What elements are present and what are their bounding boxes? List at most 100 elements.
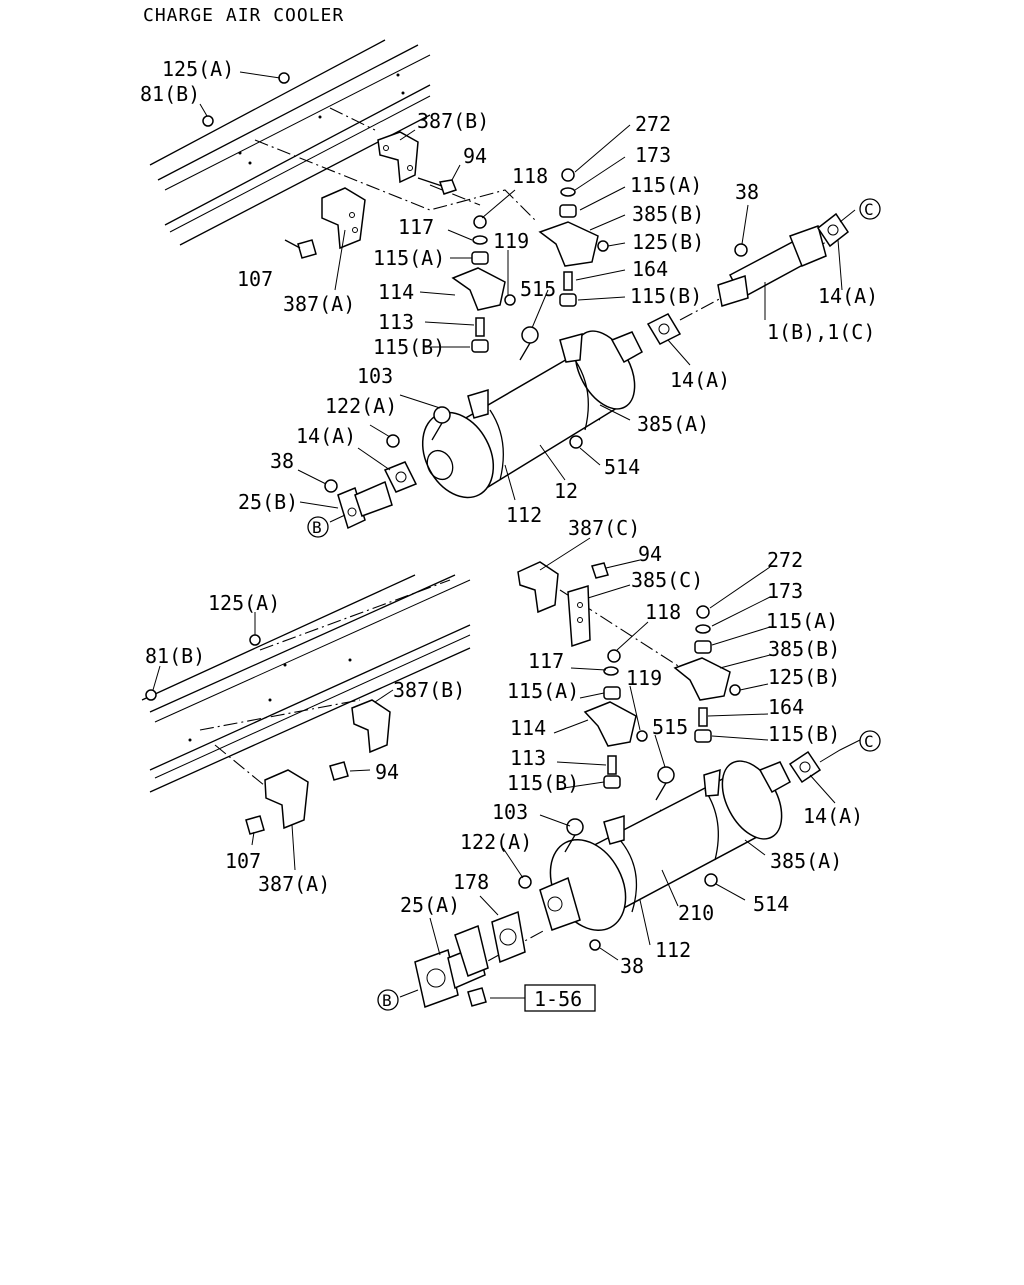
label-14a-c: 14(A) xyxy=(818,284,878,308)
svg-text:B: B xyxy=(382,991,392,1010)
label-164-bottom: 164 xyxy=(768,695,804,719)
label-115b-right-bottom: 115(B) xyxy=(768,722,840,746)
label-173-bottom: 173 xyxy=(767,579,803,603)
label-38-lower: 38 xyxy=(270,449,294,473)
gasket-14a-bottom xyxy=(788,750,822,784)
label-122a: 122(A) xyxy=(325,394,397,418)
gasket-14a-mid xyxy=(646,313,682,345)
label-514-bottom: 514 xyxy=(753,892,789,916)
bolt-1-56 xyxy=(467,987,487,1007)
label-125a: 125(A) xyxy=(162,57,234,81)
nut-81b-bottom xyxy=(145,689,157,701)
label-114-bottom: 114 xyxy=(510,716,546,740)
label-387b: 387(B) xyxy=(417,109,489,133)
fitting-515-bottom xyxy=(655,766,675,801)
label-387a: 387(A) xyxy=(283,292,355,316)
label-115a-right-bottom: 115(A) xyxy=(766,609,838,633)
label-385a-bottom: 385(A) xyxy=(770,849,842,873)
label-103: 103 xyxy=(357,364,393,388)
reference-box xyxy=(524,984,596,1012)
bracket-387b-bottom xyxy=(351,699,391,754)
label-38-bottom: 38 xyxy=(620,954,644,978)
top-assembly: 125(A) 81(B) 387(B) 94 272 173 118 115(A… xyxy=(140,39,881,538)
label-385c: 385(C) xyxy=(631,568,703,592)
marker-b-bottom: B xyxy=(377,989,399,1011)
label-115a-left: 115(A) xyxy=(373,246,445,270)
label-387b-bottom: 387(B) xyxy=(393,678,465,702)
label-385b-bottom: 385(B) xyxy=(768,637,840,661)
label-515-bottom: 515 xyxy=(652,715,688,739)
label-272: 272 xyxy=(635,112,671,136)
label-115b-left: 115(B) xyxy=(373,335,445,359)
fitting-103-bottom xyxy=(564,818,584,853)
bracket-387b-top xyxy=(377,131,419,184)
cooler-body-210 xyxy=(539,760,791,932)
label-107-bottom: 107 xyxy=(225,849,261,873)
svg-text:C: C xyxy=(864,732,874,751)
mount-stack-right-bottom xyxy=(673,605,741,743)
label-94-upper: 94 xyxy=(638,542,662,566)
label-125b-bottom: 125(B) xyxy=(768,665,840,689)
marker-b-top: B xyxy=(307,516,329,538)
label-14a-bottom: 14(A) xyxy=(803,804,863,828)
label-117: 117 xyxy=(398,215,434,239)
diagram-title: CHARGE AIR COOLER xyxy=(143,5,344,26)
label-14a-mid: 14(A) xyxy=(670,368,730,392)
label-81b: 81(B) xyxy=(140,82,200,106)
nut-514-top xyxy=(569,435,583,449)
marker-c-bottom: C xyxy=(859,730,881,752)
bolt-94-top xyxy=(417,177,457,195)
label-94-lower: 94 xyxy=(375,760,399,784)
label-125a-bottom: 125(A) xyxy=(208,591,280,615)
pipe-1b-1c xyxy=(717,225,827,307)
label-119-bottom: 119 xyxy=(626,666,662,690)
bolt-107-top xyxy=(284,239,317,259)
label-112-bottom: 112 xyxy=(655,938,691,962)
label-115b-left-bottom: 115(B) xyxy=(507,771,579,795)
nut-38-lower xyxy=(324,479,338,493)
label-164: 164 xyxy=(632,257,668,281)
bracket-387a-top xyxy=(321,187,366,250)
label-103-bottom: 103 xyxy=(492,800,528,824)
pipe-25b xyxy=(337,480,393,530)
label-515: 515 xyxy=(520,277,556,301)
label-118-bottom: 118 xyxy=(645,600,681,624)
fitting-103-top xyxy=(431,406,451,441)
label-14a-lower: 14(A) xyxy=(296,424,356,448)
label-122a-bottom: 122(A) xyxy=(460,830,532,854)
bottom-frame-rail xyxy=(141,574,471,793)
nut-122a-top xyxy=(386,434,400,448)
nut-122a-bottom xyxy=(518,875,532,889)
label-115b-right: 115(B) xyxy=(630,284,702,308)
label-119: 119 xyxy=(493,229,529,253)
top-leader-lines xyxy=(199,71,856,523)
label-113-bottom: 113 xyxy=(510,746,546,770)
mount-stack-left-top xyxy=(451,215,516,353)
nut-81b-top xyxy=(202,115,214,127)
bolt-125a-bottom xyxy=(249,634,261,646)
nut-514-bottom xyxy=(704,873,718,887)
label-117-bottom: 117 xyxy=(528,649,564,673)
bracket-387a-bottom xyxy=(264,769,309,830)
label-112: 112 xyxy=(506,503,542,527)
fitting-515-top xyxy=(519,326,539,361)
label-178: 178 xyxy=(453,870,489,894)
nut-38-pipe xyxy=(734,243,748,257)
label-118: 118 xyxy=(512,164,548,188)
label-114: 114 xyxy=(378,280,414,304)
bolt-94-bottom-upper xyxy=(591,562,609,579)
bracket-387c xyxy=(517,561,559,614)
label-115a-left-bottom: 115(A) xyxy=(507,679,579,703)
mount-stack-right-top xyxy=(538,168,609,307)
label-210: 210 xyxy=(678,901,714,925)
label-38-top: 38 xyxy=(735,180,759,204)
label-113: 113 xyxy=(378,310,414,334)
label-ref-1-56: 1-56 xyxy=(534,987,582,1011)
top-frame-rail xyxy=(149,39,431,246)
label-125b: 125(B) xyxy=(632,230,704,254)
label-385b: 385(B) xyxy=(632,202,704,226)
label-81b-bottom: 81(B) xyxy=(145,644,205,668)
label-107: 107 xyxy=(237,267,273,291)
gasket-178 xyxy=(491,910,526,964)
